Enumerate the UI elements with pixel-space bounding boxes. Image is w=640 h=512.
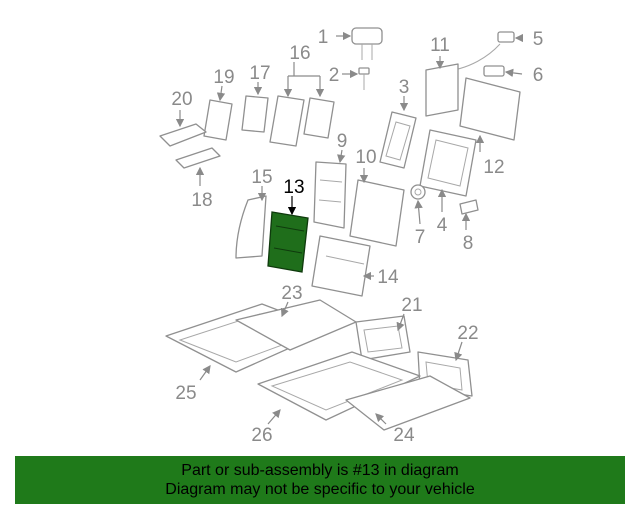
part-17-panel [241, 95, 269, 133]
part-12-rear-panel [459, 77, 521, 141]
part-19-panel [203, 99, 233, 141]
callout-24: 24 [393, 425, 415, 446]
callout-16: 16 [289, 43, 310, 64]
callout-20: 20 [171, 89, 192, 110]
callout-18: 18 [191, 190, 212, 211]
part-8-clip [459, 199, 479, 215]
callout-3: 3 [399, 77, 410, 98]
callout-2: 2 [329, 65, 340, 86]
callout-19: 19 [213, 67, 234, 88]
callout-25: 25 [175, 383, 196, 404]
info-banner: Part or sub-assembly is #13 in diagram D… [15, 456, 625, 504]
part-9-backrest-cushion [313, 161, 347, 229]
part-13-highlighted [267, 211, 309, 273]
part-26-seat-cushion-right [257, 351, 421, 421]
callout-21: 21 [401, 295, 422, 316]
callout-6: 6 [533, 65, 544, 86]
part-11-panel [425, 63, 459, 117]
callout-12: 12 [483, 157, 504, 178]
callout-26: 26 [251, 425, 272, 446]
part-3-backrest-frame [379, 111, 417, 169]
callout-8: 8 [463, 233, 474, 254]
parts-diagram: 1 2 3 4 5 6 7 8 9 10 11 12 13 14 15 16 1… [159, 27, 544, 446]
leader-lines [175, 31, 524, 425]
callout-11: 11 [430, 35, 450, 56]
part-2-guide [358, 67, 370, 90]
part-7-bushing [410, 184, 426, 200]
part-15-trim-panel [235, 195, 267, 259]
callout-14: 14 [377, 267, 399, 288]
callout-13: 13 [283, 177, 304, 198]
callout-10: 10 [355, 147, 376, 168]
callout-15: 15 [251, 167, 272, 188]
part-20-tray [159, 123, 207, 147]
part-4-seat-frame [419, 129, 477, 197]
banner-line-disclaimer: Diagram may not be specific to your vehi… [165, 481, 475, 498]
callout-5: 5 [533, 29, 544, 50]
part-18-block [175, 147, 221, 169]
callout-7: 7 [415, 227, 426, 248]
part-14-cushion [311, 235, 371, 297]
part-16-frames [269, 95, 335, 147]
callout-9: 9 [337, 131, 348, 152]
callout-1: 1 [318, 27, 329, 48]
part-1-headrest [351, 27, 383, 60]
part-6-connector [483, 65, 505, 77]
callout-17: 17 [249, 63, 270, 84]
part-21-bracket [355, 315, 411, 361]
callout-4: 4 [437, 215, 448, 236]
callout-23: 23 [281, 283, 302, 304]
banner-line-part: Part or sub-assembly is #13 in diagram [181, 462, 459, 479]
part-10-backing-panel [349, 179, 405, 247]
callout-22: 22 [457, 323, 478, 344]
